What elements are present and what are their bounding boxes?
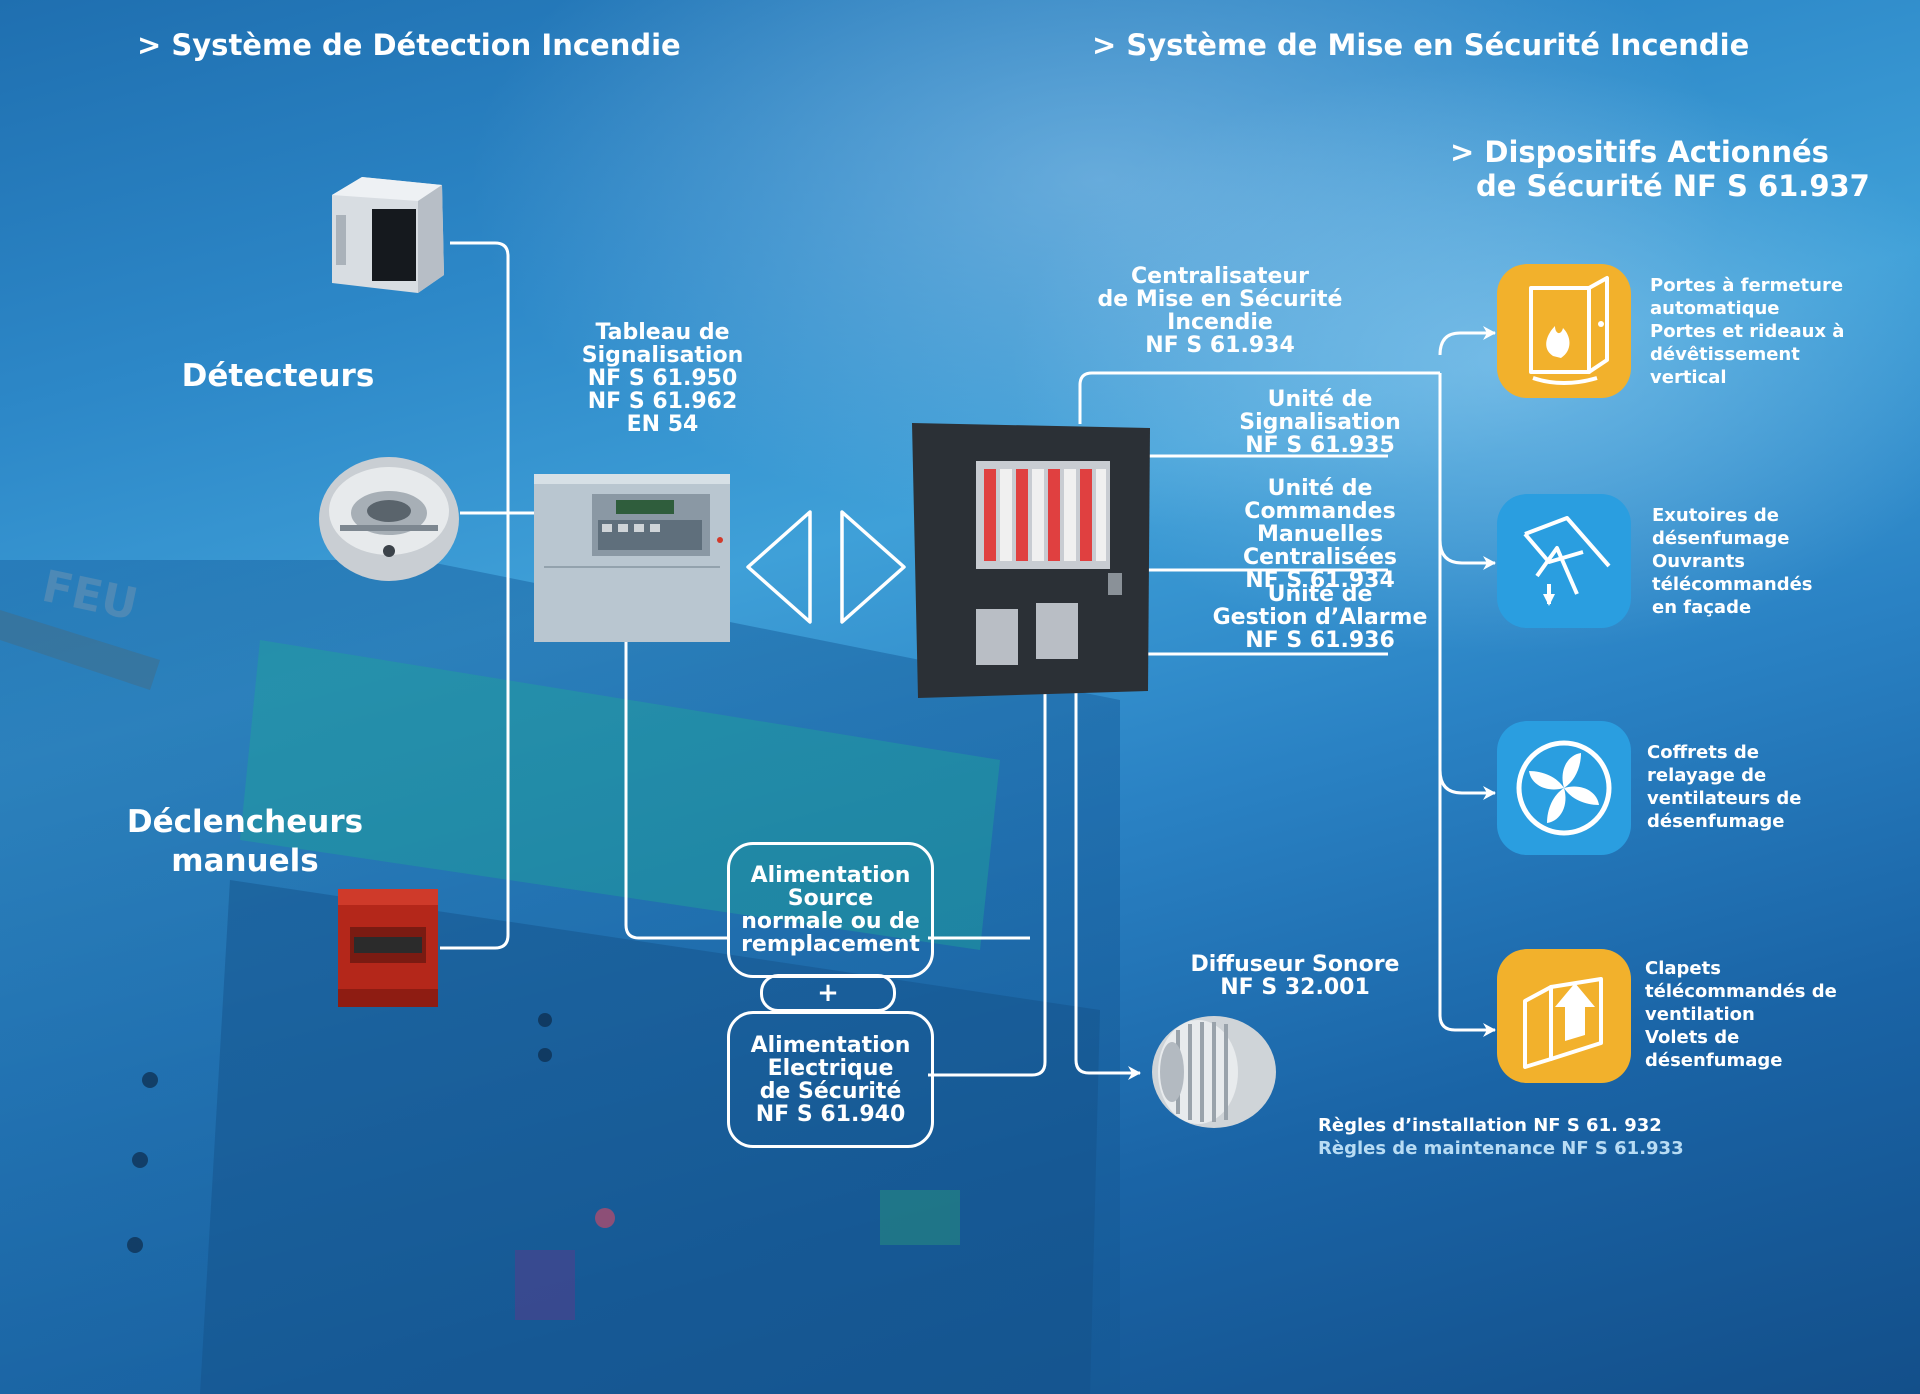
fire-door-icon [1529, 276, 1609, 385]
centralisateur-line-1: Centralisateur [1131, 264, 1309, 289]
device-fire-door-line-4: dévêtissement [1650, 344, 1800, 365]
unit-commandes-line-4: NF S 61.934 [1245, 568, 1395, 593]
device-damper-line-2: télécommandés de [1645, 981, 1837, 1002]
label-declencheurs-line-1: Déclencheurs [126, 804, 364, 840]
label-declencheurs: Déclencheurs manuels [125, 803, 365, 881]
alimentation-securite-line-4: NF S 61.940 [755, 1101, 906, 1127]
device-fan-line-2: relayage de [1647, 765, 1767, 786]
smoke-vent-icon [1523, 516, 1611, 606]
unit-signalisation-line-2: Signalisation [1239, 410, 1401, 435]
device-fan-line-3: ventilateurs de [1647, 788, 1802, 809]
alimentation-securite-line-2: Electrique [767, 1055, 894, 1081]
heading-dispositifs: > Dispositifs Actionnés de Sécurité NF S… [1450, 135, 1870, 203]
label-detecteurs: Détecteurs [181, 358, 375, 394]
centralisateur-cabinet-image [912, 423, 1150, 698]
device-smoke-vent-line-1: Exutoires de [1652, 505, 1780, 526]
alimentation-securite-line-1: Alimentation [750, 1032, 911, 1058]
heading-dispositifs-line-1: > Dispositifs Actionnés [1450, 135, 1829, 169]
unit-commandes-label: Unité de Commandes Manuelles Centralisée… [1180, 477, 1460, 592]
diffuseur-line-2: NF S 32.001 [1220, 975, 1370, 1000]
sounder-image [1152, 1016, 1276, 1128]
rules-maintenance: Règles de maintenance NF S 61.933 [1318, 1138, 1684, 1159]
centralisateur-label: Centralisateur de Mise en Sécurité Incen… [1080, 265, 1360, 357]
label-declencheurs-line-2: manuels [171, 843, 319, 879]
device-damper-line-3: ventilation [1645, 1004, 1755, 1025]
unit-alarme-line-1: Unité de [1267, 582, 1373, 607]
device-tile-fan [1497, 721, 1631, 855]
alimentation-normale-line-2: Source [787, 886, 874, 911]
device-fan-line-4: désenfumage [1647, 811, 1785, 832]
unit-signalisation-line-3: NF S 61.935 [1245, 433, 1395, 458]
diffuseur-label: Diffuseur Sonore NF S 32.001 [1170, 953, 1420, 999]
alimentation-normale-line-3: normale ou de [741, 909, 920, 934]
heading-detection: > Système de Détection Incendie [137, 28, 681, 62]
device-fire-door-line-5: vertical [1650, 367, 1727, 388]
alimentation-plus-box: + [760, 974, 896, 1012]
unit-commandes-line-3: Manuelles Centralisées [1242, 522, 1398, 570]
device-desc-smoke-vent: Exutoires de désenfumage Ouvrants téléco… [1652, 504, 1813, 619]
centralisateur-line-2: de Mise en Sécurité [1097, 287, 1343, 312]
alimentation-securite-line-3: de Sécurité [759, 1078, 902, 1104]
device-fire-door-line-3: Portes et rideaux à [1650, 321, 1845, 342]
unit-commandes-line-1: Unité de [1267, 476, 1373, 501]
unit-commandes-line-2: Commandes [1244, 499, 1396, 524]
tableau-line-4: NF S 61.962 [587, 389, 738, 414]
heading-dispositifs-line-2: de Sécurité NF S 61.937 [1476, 169, 1870, 203]
device-smoke-vent-line-4: télécommandés [1652, 574, 1813, 595]
alimentation-normale-line-1: Alimentation [750, 863, 911, 888]
device-tile-damper [1497, 949, 1631, 1083]
smoke-detector-image [319, 457, 459, 581]
device-tile-fire-door [1497, 264, 1631, 398]
alimentation-normale-box: Alimentation Source normale ou de rempla… [727, 842, 934, 978]
device-desc-damper: Clapets télécommandés de ventilation Vol… [1645, 957, 1837, 1072]
heading-securite: > Système de Mise en Sécurité Incendie [1092, 28, 1750, 62]
device-desc-fan: Coffrets de relayage de ventilateurs de … [1647, 741, 1801, 833]
centralisateur-line-4: NF S 61.934 [1145, 333, 1295, 358]
device-damper-line-5: désenfumage [1645, 1050, 1783, 1071]
alimentation-normale-line-4: remplacement [741, 932, 920, 957]
unit-alarme-line-2: Gestion d’Alarme [1212, 605, 1428, 630]
device-smoke-vent-line-2: désenfumage [1652, 528, 1790, 549]
unit-signalisation-label: Unité de Signalisation NF S 61.935 [1180, 388, 1460, 457]
device-smoke-vent-line-3: Ouvrants [1652, 551, 1746, 572]
unit-alarme-label: Unité de Gestion d’Alarme NF S 61.936 [1180, 583, 1460, 652]
rules-installation: Règles d’installation NF S 61. 932 [1318, 1115, 1662, 1136]
tableau-line-2: Signalisation [581, 343, 744, 368]
device-tile-smoke-vent [1497, 494, 1631, 628]
device-desc-fire-door: Portes à fermeture automatique Portes et… [1650, 274, 1844, 389]
beam-detector-image [332, 177, 444, 293]
fan-icon [1516, 740, 1612, 836]
centralisateur-line-3: Incendie [1167, 310, 1273, 335]
device-fire-door-line-2: automatique [1650, 298, 1780, 319]
tableau-line-5: EN 54 [626, 412, 699, 437]
unit-signalisation-line-1: Unité de [1267, 387, 1373, 412]
device-smoke-vent-line-5: en façade [1652, 597, 1752, 618]
unit-alarme-line-3: NF S 61.936 [1245, 628, 1395, 653]
tableau-line-3: NF S 61.950 [587, 366, 738, 391]
damper-icon [1523, 977, 1603, 1069]
tableau-line-1: Tableau de [595, 320, 730, 345]
device-damper-line-1: Clapets [1645, 958, 1721, 979]
device-damper-line-4: Volets de [1645, 1027, 1740, 1048]
alimentation-securite-box: Alimentation Electrique de Sécurité NF S… [727, 1011, 934, 1148]
device-fire-door-line-1: Portes à fermeture [1650, 275, 1844, 296]
tableau-label: Tableau de Signalisation NF S 61.950 NF … [565, 321, 760, 436]
tableau-panel-image [534, 474, 730, 642]
manual-call-point-image [338, 889, 438, 1007]
device-fan-line-1: Coffrets de [1647, 742, 1759, 763]
diffuseur-line-1: Diffuseur Sonore [1190, 952, 1400, 977]
